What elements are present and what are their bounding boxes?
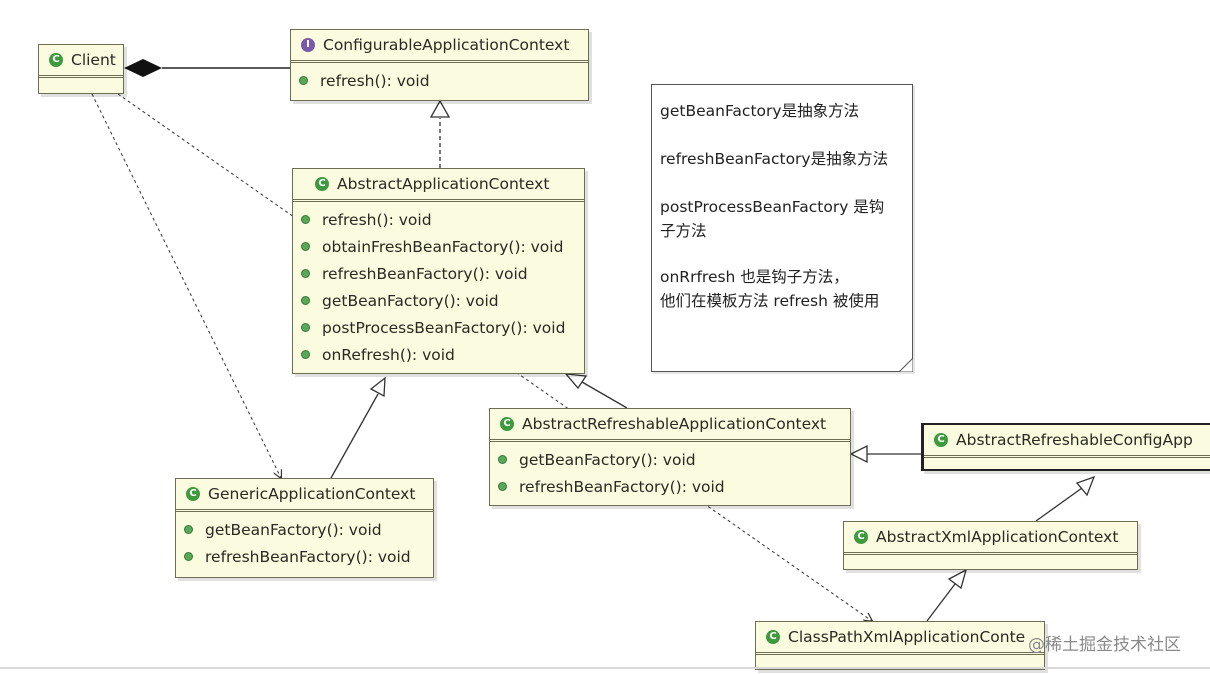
class-abstract-refreshable-application-context[interactable]: C AbstractRefreshableApplicationContext … (489, 408, 851, 506)
class-icon: C (186, 487, 200, 501)
note-line: 子方法 (660, 222, 707, 240)
note-line: getBeanFactory是抽象方法 (660, 102, 860, 120)
method-list: refresh(): void (291, 63, 588, 94)
class-name: ClassPathXmlApplicationConte (788, 628, 1026, 646)
note-line: 他们在模板方法 refresh 被使用 (660, 292, 880, 310)
class-abstract-xml-application-context[interactable]: C AbstractXmlApplicationContext (843, 521, 1138, 570)
class-header: C AbstractRefreshableConfigApp (924, 425, 1210, 458)
generalization-xml-config (1035, 475, 1096, 522)
class-client[interactable]: C Client (38, 44, 124, 94)
method-dot-icon (184, 525, 193, 534)
method-item[interactable]: refreshBeanFactory(): void (176, 543, 433, 570)
method-dot-icon (301, 323, 310, 332)
note-line: onRrfresh 也是钩子方法， (660, 268, 849, 286)
generalization-refreshable-abstractapp (564, 373, 628, 409)
class-generic-application-context[interactable]: C GenericApplicationContext getBeanFacto… (175, 478, 434, 578)
method-dot-icon (301, 215, 310, 224)
class-name: AbstractApplicationContext (337, 175, 550, 193)
class-client-header: C Client (39, 45, 123, 78)
class-name: AbstractRefreshableConfigApp (956, 431, 1193, 449)
method-item[interactable]: postProcessBeanFactory(): void (293, 314, 584, 341)
method-item[interactable]: getBeanFactory(): void (176, 516, 433, 543)
interface-header: I ConfigurableApplicationContext (291, 30, 588, 63)
method-item[interactable]: refresh(): void (291, 67, 588, 94)
interface-configurable-application-context[interactable]: I ConfigurableApplicationContext refresh… (290, 29, 589, 101)
method-dot-icon (301, 296, 310, 305)
method-dot-icon (498, 482, 507, 491)
bottom-divider (0, 667, 1210, 669)
watermark: @稀土掘金技术社区 (1028, 635, 1181, 655)
note-fold-icon (899, 358, 913, 372)
method-dot-icon (301, 350, 310, 359)
method-dot-icon (498, 455, 507, 464)
method-dot-icon (184, 552, 193, 561)
class-icon: C (766, 630, 780, 644)
class-abstract-application-context[interactable]: C AbstractApplicationContext refresh(): … (292, 168, 585, 374)
method-item[interactable]: getBeanFactory(): void (293, 287, 584, 314)
interface-icon: I (301, 38, 315, 52)
class-icon: C (49, 53, 63, 67)
realization-abstractapp-configurable (429, 99, 451, 168)
method-item[interactable]: onRefresh(): void (293, 341, 584, 368)
method-list: getBeanFactory(): void refreshBeanFactor… (176, 512, 433, 570)
class-abstract-refreshable-config-app[interactable]: C AbstractRefreshableConfigApp (921, 423, 1210, 471)
class-header: C AbstractRefreshableApplicationContext (490, 409, 850, 442)
dependency-client-generic (91, 93, 281, 478)
class-classpath-xml-application-context[interactable]: C ClassPathXmlApplicationConte (755, 621, 1045, 670)
class-name: AbstractXmlApplicationContext (876, 528, 1119, 546)
class-header: C ClassPathXmlApplicationConte (756, 622, 1044, 655)
class-name: Client (71, 51, 116, 69)
composition-client-configurable (124, 59, 290, 77)
generalization-config-refreshable (849, 444, 921, 464)
generalization-classpath-xml (926, 568, 968, 622)
class-header: C AbstractXmlApplicationContext (844, 522, 1137, 555)
method-dot-icon (299, 76, 308, 85)
method-item[interactable]: refreshBeanFactory(): void (293, 260, 584, 287)
class-name: GenericApplicationContext (208, 485, 416, 503)
class-icon: C (854, 530, 868, 544)
method-list: refresh(): void obtainFreshBeanFactory()… (293, 202, 584, 368)
note-box[interactable]: getBeanFactory是抽象方法 refreshBeanFactory是抽… (651, 84, 913, 372)
method-list: getBeanFactory(): void refreshBeanFactor… (490, 442, 850, 500)
class-name: ConfigurableApplicationContext (323, 36, 570, 54)
note-line: postProcessBeanFactory 是钩 (660, 198, 885, 216)
method-item[interactable]: obtainFreshBeanFactory(): void (293, 233, 584, 260)
method-dot-icon (301, 242, 310, 251)
method-dot-icon (301, 269, 310, 278)
class-header: C GenericApplicationContext (176, 479, 433, 512)
class-icon: C (315, 177, 329, 191)
note-line: refreshBeanFactory是抽象方法 (660, 150, 889, 168)
method-item[interactable]: refresh(): void (293, 206, 584, 233)
class-icon: C (500, 417, 514, 431)
class-name: AbstractRefreshableApplicationContext (522, 415, 827, 433)
method-item[interactable]: refreshBeanFactory(): void (490, 473, 850, 500)
method-item[interactable]: getBeanFactory(): void (490, 446, 850, 473)
composition-diamond-icon (124, 59, 162, 77)
generalization-generic-abstractapp (330, 376, 386, 479)
class-icon: C (934, 433, 948, 447)
class-header: C AbstractApplicationContext (293, 169, 584, 202)
